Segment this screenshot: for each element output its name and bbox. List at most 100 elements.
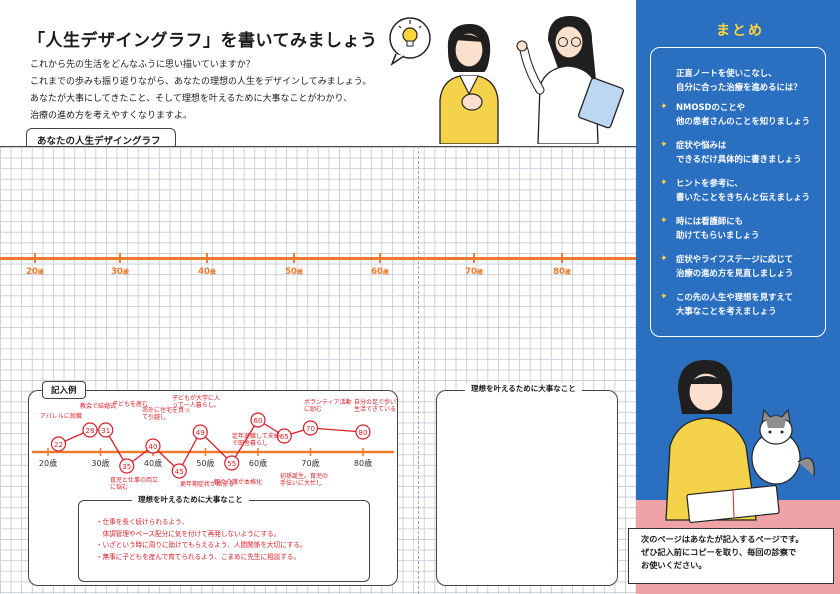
tip-line: 助けてもらいましょう: [676, 230, 760, 240]
patient-doctor-illustration: [389, 16, 624, 144]
star-icon: ✦: [660, 254, 668, 264]
intro-line: これまでの歩みも振り返りながら、あなたの理想の人生をデザインしてみましょう。: [30, 77, 372, 87]
age-tick-label: 40歳: [198, 267, 216, 277]
example-event: 育児と仕事の両立に悩む: [110, 476, 158, 491]
cat-icon: [751, 408, 815, 485]
tip-line: 症状やライフステージに応じて: [676, 254, 794, 264]
intro-line: あなたが大事にしてきたこと、そして理想を叶えるために大事なことがわかり、: [30, 94, 353, 104]
age-value: 80: [553, 267, 565, 277]
age-value: 20: [26, 267, 38, 277]
example-point-label: 49: [196, 429, 205, 437]
age-unit: 歳: [382, 269, 389, 276]
example-event: 初孫誕生。育児の手伝いに大忙し: [280, 472, 328, 487]
reading-woman-cat-illustration: [665, 360, 815, 524]
age-axis: [0, 257, 636, 260]
tip-line: 症状や悩みは: [676, 140, 727, 150]
age-tick-label: 30歳: [111, 267, 129, 277]
example-point: [82, 422, 98, 438]
tip-line: 治療の進め方を見直しましょう: [676, 268, 794, 278]
summary-tip: ✦この先の人生や理想を見すえて大事なことを考えましょう: [660, 290, 793, 318]
age-unit: 歳: [476, 269, 483, 276]
tip-line: できるだけ具体的に書きましょう: [676, 154, 802, 164]
age-tick: [206, 253, 208, 263]
example-point-label: 31: [101, 427, 110, 435]
example-age-label: 80歳: [354, 458, 372, 468]
age-value: 40: [198, 267, 210, 277]
summary-tip: 正直ノートを使いこなし、自分に合った治療を進めるには？: [660, 66, 802, 94]
example-point: [145, 438, 161, 454]
graph-tab: あなたの人生デザイングラフ: [26, 128, 176, 148]
age-tick: [34, 253, 36, 263]
age-value: 60: [371, 267, 383, 277]
example-point: [98, 422, 114, 438]
age-tick-label: 80歳: [553, 267, 571, 277]
star-icon: ✦: [660, 216, 668, 226]
example-point: [171, 463, 187, 479]
star-icon: ✦: [660, 178, 668, 188]
age-value: 50: [285, 267, 297, 277]
summary-tip: ✦症状や悩みはできるだけ具体的に書きましょう: [660, 138, 801, 166]
example-point-label: 80: [359, 429, 368, 437]
note-line: 次のページはあなたが記入するページです。: [641, 534, 804, 544]
ideal-notes-title: 理想を叶えるために大事なこと: [465, 383, 582, 394]
ideal-notes-box[interactable]: [436, 390, 618, 586]
tip-line: NMOSDのことや: [676, 102, 745, 112]
summary-title: まとめ: [716, 23, 764, 39]
example-age-label: 50歳: [196, 458, 214, 468]
age-tick: [473, 253, 475, 263]
example-point: [50, 436, 67, 452]
age-tick: [561, 253, 563, 263]
example-event: 子どもが大学に入って一人暮らし。: [172, 394, 220, 409]
example-inner-text: ・仕事を長く続けられるよう、 体調管理やペース配分に気を付けて再発しないようにす…: [96, 517, 307, 563]
example-event: 親の介護が本格化: [214, 478, 262, 486]
summary-tip: ✦ NMOSDのことや他の患者さんのことを知りましょう: [660, 100, 810, 128]
age-tick-label: 50歳: [285, 267, 303, 277]
example-event: 更年期症状が始まる: [180, 480, 234, 488]
age-tick-label: 20歳: [26, 267, 44, 277]
age-unit: 歳: [564, 269, 571, 276]
example-point-label: 55: [227, 460, 236, 468]
star-icon: ✦: [660, 292, 668, 302]
example-point: [192, 424, 208, 440]
example-event: ボランティア活動に励む: [304, 398, 352, 413]
star-icon: ✦: [660, 102, 668, 112]
doctor-figure: [516, 16, 624, 144]
tip-line: 自分に合った治療を進めるには？: [676, 82, 802, 92]
example-age-label: 70歳: [301, 458, 319, 468]
example-point-label: 60: [254, 417, 263, 425]
intro-line: 治療の進め方を考えやすくなりますよ。: [30, 111, 193, 121]
example-point: [276, 428, 292, 444]
example-point: [355, 424, 371, 440]
tip-line: 書いたことをきちんと伝えましょう: [676, 192, 810, 202]
age-tick: [119, 253, 121, 263]
example-point-label: 65: [280, 433, 289, 441]
lightbulb-icon: [389, 17, 431, 66]
example-line: ・無事に子どもを産んで育てられるよう、こまめに先生に相談する。: [96, 552, 301, 561]
example-point-label: 40: [149, 443, 158, 451]
summary-card: [650, 47, 826, 337]
age-value: 30: [111, 267, 123, 277]
tip-line: この先の人生や理想を見すえて: [676, 292, 793, 302]
example-point: [302, 420, 319, 436]
example-point-label: 70: [306, 425, 315, 433]
example-inner-box: [78, 500, 370, 582]
tip-line: 他の患者さんのことを知りましょう: [676, 116, 810, 126]
page-title: 「人生デザイングラフ」を書いてみましょう: [28, 31, 378, 51]
example-tag: 記入例: [42, 381, 86, 399]
example-event: 自分の足で歩いて生活できている: [354, 398, 398, 413]
page-fold-line: [418, 146, 419, 594]
age-unit: 歳: [37, 269, 44, 276]
next-page-note: 次のページはあなたが記入するページです。 ぜひ記入前にコピーを取り、毎回の診察で…: [628, 528, 834, 584]
example-inner-title: 理想を叶えるために大事なこと: [132, 494, 249, 505]
example-point-label: 35: [122, 463, 131, 471]
example-point: [224, 455, 240, 471]
example-age-label: 30歳: [91, 458, 109, 468]
summary-tip: ✦時には看護師にも助けてもらいましょう: [660, 214, 759, 242]
age-tick-label: 60歳: [371, 267, 389, 277]
tip-line: 正直ノートを使いこなし、: [676, 68, 777, 78]
example-point-label: 45: [175, 468, 184, 476]
example-age-label: 20歳: [39, 458, 57, 468]
age-tick: [293, 253, 295, 263]
example-point: [119, 458, 135, 474]
example-point: [250, 412, 266, 428]
